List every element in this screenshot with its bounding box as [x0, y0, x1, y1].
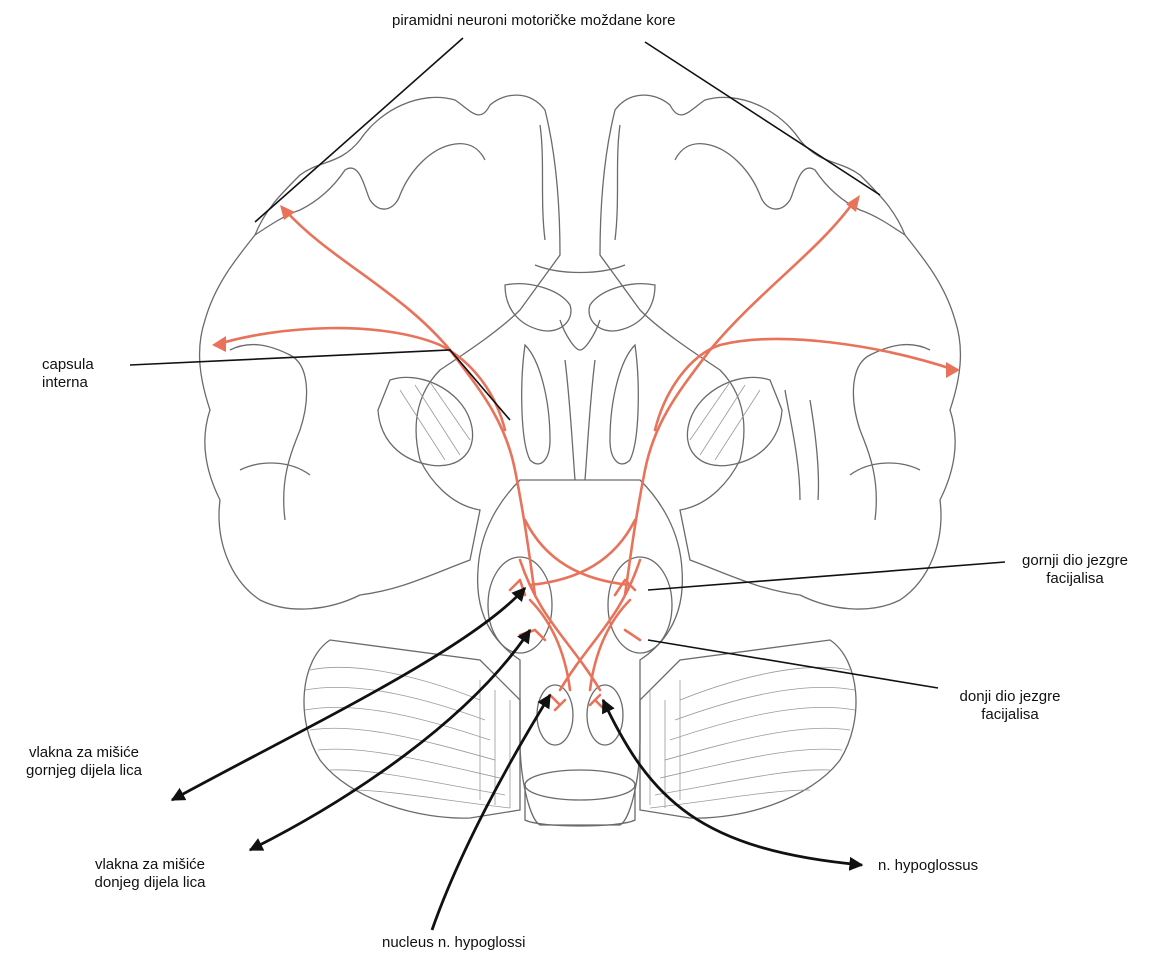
basal-ganglia	[378, 284, 818, 500]
label-lower-facial-nucleus: donji dio jezgre facijalisa	[935, 688, 1085, 724]
label-capsula-line1: capsula	[42, 356, 94, 374]
leader-lower-nucleus	[648, 640, 938, 688]
leader-pyramidal-left	[255, 38, 463, 222]
label-lower-nucleus-line1: donji dio jezgre	[935, 688, 1085, 706]
brainstem	[478, 480, 683, 826]
label-upper-facial-nucleus: gornji dio jezgre facijalisa	[1000, 552, 1150, 588]
label-lower-fibers-line1: vlakna za mišiće	[70, 856, 230, 874]
arrow-lower-fibers	[250, 630, 530, 850]
label-hypoglossi-nucleus: nucleus n. hypoglossi	[382, 934, 525, 952]
label-lower-fibers-line2: donjeg dijela lica	[70, 874, 230, 892]
label-upper-fibers-line2: gornjeg dijela lica	[0, 762, 168, 780]
leader-upper-nucleus	[648, 562, 1005, 590]
label-upper-face-fibers: vlakna za mišiće gornjeg dijela lica	[0, 744, 168, 780]
leader-pyramidal-right	[645, 42, 880, 195]
label-hypoglossus: n. hypoglossus	[878, 857, 978, 875]
label-capsula-interna: capsula interna	[42, 356, 94, 392]
arrow-hypoglossus	[603, 700, 862, 865]
leader-capsula	[130, 350, 510, 420]
label-pyramidal-neurons: piramidni neuroni motoričke moždane kore	[392, 12, 675, 30]
label-lower-nucleus-line2: facijalisa	[935, 706, 1085, 724]
cerebellum	[304, 640, 856, 818]
label-lower-face-fibers: vlakna za mišiće donjeg dijela lica	[70, 856, 230, 892]
corticobulbar-tracts	[215, 200, 955, 710]
arrow-hypoglossi-nucleus	[432, 695, 550, 930]
label-upper-nucleus-line1: gornji dio jezgre	[1000, 552, 1150, 570]
arrow-upper-fibers	[172, 588, 525, 800]
label-upper-fibers-line1: vlakna za mišiće	[0, 744, 168, 762]
leader-lines	[130, 38, 1005, 688]
label-capsula-line2: interna	[42, 374, 94, 392]
tract-arrowheads	[212, 195, 960, 378]
pointer-arrows	[172, 588, 862, 930]
label-upper-nucleus-line2: facijalisa	[1000, 570, 1150, 588]
